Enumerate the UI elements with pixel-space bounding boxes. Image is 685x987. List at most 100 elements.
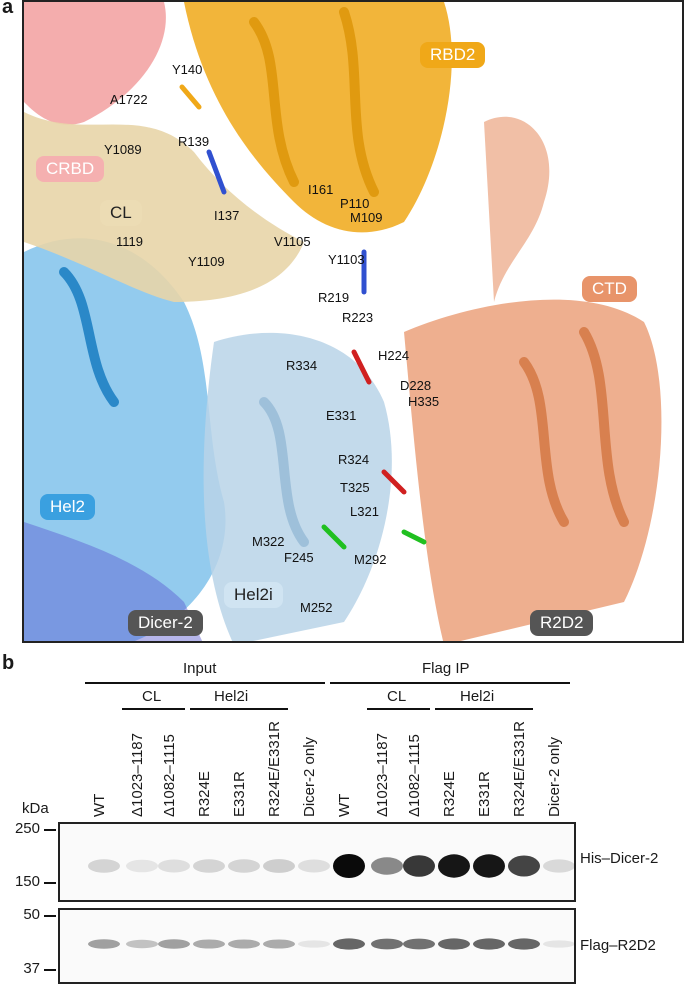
marker-37: 37 — [23, 960, 40, 977]
blot-band — [333, 938, 365, 950]
blot-band — [403, 855, 435, 877]
blot-band — [158, 859, 190, 873]
lane-label: Dicer-2 only — [301, 736, 318, 817]
lane-label: R324E — [196, 771, 213, 817]
group-rule-flag-ip — [330, 682, 570, 684]
residue-label: M252 — [300, 600, 333, 615]
domain-label-dicer2: Dicer-2 — [128, 610, 203, 636]
blot-label-flag-r2d2: Flag–R2D2 — [580, 937, 656, 954]
domain-label-hel2: Hel2 — [40, 494, 95, 520]
domain-label-r2d2: R2D2 — [530, 610, 594, 636]
domain-label-crbd: CRBD — [36, 156, 105, 182]
residue-label: E331 — [326, 408, 357, 423]
lane-label: R324E — [441, 771, 458, 817]
marker-50: 50 — [23, 906, 40, 923]
residue-label: Y140 — [172, 62, 203, 77]
blot-top-bands — [88, 854, 574, 878]
blot-band — [263, 859, 295, 873]
subgroup-rule — [367, 708, 430, 710]
domain-label-cl: CL — [100, 200, 142, 226]
residue-label: I137 — [214, 208, 240, 223]
residue-label: R324 — [338, 452, 370, 467]
residue-label: M109 — [350, 210, 383, 225]
residue-label: M292 — [354, 552, 387, 567]
blot-band — [473, 938, 505, 950]
lane-label: E331R — [476, 771, 493, 817]
blot-band — [543, 859, 574, 873]
group-label-input: Input — [183, 660, 217, 677]
blot-band — [508, 855, 540, 877]
blot-band — [403, 938, 435, 950]
marker-tick — [44, 969, 56, 971]
blot-band — [228, 939, 260, 949]
lane-label: Dicer-2 only — [546, 736, 563, 817]
subgroup-label-hel2i: Hel2i — [460, 688, 495, 705]
residue-label: H335 — [408, 394, 440, 409]
blot-band — [263, 939, 295, 949]
domain-label-hel2i: Hel2i — [224, 582, 283, 608]
lane-label: E331R — [231, 771, 248, 817]
blot-band — [438, 938, 470, 950]
subgroup-label-cl: CL — [387, 688, 407, 705]
subgroup-rule — [122, 708, 185, 710]
blot-band — [158, 939, 190, 949]
residue-label: D228 — [400, 378, 432, 393]
residue-label: R223 — [342, 310, 374, 325]
residue-label: A1722 — [110, 92, 148, 107]
residue-label: M322 — [252, 534, 285, 549]
residue-label: R219 — [318, 290, 350, 305]
blot-bottom-bands — [88, 938, 574, 950]
lane-label: Δ1082–1115 — [161, 734, 178, 817]
residue-label: Y1103 — [328, 252, 365, 267]
marker-tick — [44, 882, 56, 884]
blot-band — [371, 857, 403, 875]
residue-label: 1119 — [116, 234, 143, 249]
marker-250: 250 — [14, 820, 40, 837]
blot-band — [543, 940, 574, 948]
residue-label: R139 — [178, 134, 210, 149]
residue-label: V1105 — [274, 234, 311, 249]
residue-label: H224 — [378, 348, 410, 363]
subgroup-label-hel2i: Hel2i — [214, 688, 249, 705]
residue-label: Y1089 — [104, 142, 142, 157]
residue-label: T325 — [340, 480, 370, 495]
lane-label: Δ1023–1187 — [129, 733, 146, 817]
marker-150: 150 — [14, 873, 40, 890]
domain-label-ctd: CTD — [582, 276, 637, 302]
residue-label: P110 — [340, 196, 370, 211]
blot-his-dicer2 — [58, 822, 576, 902]
blot-band — [126, 859, 158, 873]
lane-label: Δ1023–1187 — [374, 733, 391, 817]
subgroup-label-cl: CL — [142, 688, 162, 705]
residue-label: Y1109 — [188, 254, 225, 269]
blot-band — [298, 859, 330, 873]
panel-letter-b: b — [2, 652, 15, 674]
blot-band — [126, 939, 158, 949]
marker-tick — [44, 829, 56, 831]
blot-band — [333, 854, 365, 878]
residue-label: F245 — [284, 550, 314, 565]
subgroup-rule — [190, 708, 288, 710]
residue-label: I161 — [308, 182, 334, 197]
blot-band — [438, 854, 470, 878]
subgroup-rule — [435, 708, 533, 710]
blot-band — [473, 854, 505, 878]
blot-band — [298, 940, 330, 948]
structure-figure: RBD2 CRBD CL CTD Hel2 Hel2i Dicer-2 R2D2… — [22, 0, 684, 643]
blot-flag-r2d2 — [58, 908, 576, 984]
residue-label: L321 — [350, 504, 379, 519]
lane-label: WT — [91, 793, 108, 817]
panel-letter-a: a — [2, 0, 14, 18]
residue-label: R334 — [286, 358, 318, 373]
blot-band — [88, 939, 120, 949]
blot-band — [371, 938, 403, 950]
blot-band — [88, 859, 120, 873]
kda-label: kDa — [22, 800, 49, 817]
marker-tick — [44, 915, 56, 917]
domain-label-rbd2: RBD2 — [420, 42, 486, 68]
blot-band — [508, 938, 540, 950]
lane-label: Δ1082–1115 — [406, 734, 423, 817]
lane-label: R324E/E331R — [511, 721, 528, 817]
blot-band — [193, 939, 225, 949]
blot-band — [193, 859, 225, 873]
